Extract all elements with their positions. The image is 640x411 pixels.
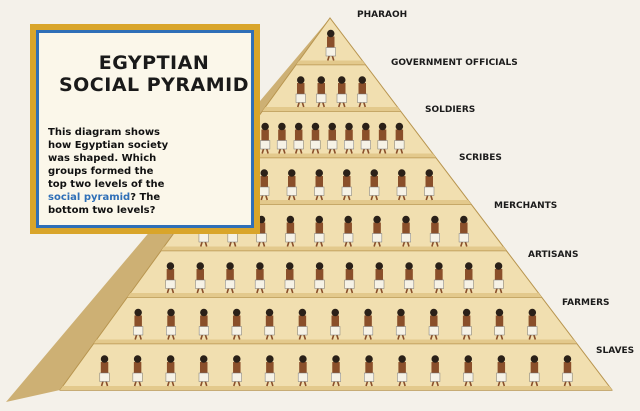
figure-scribes <box>259 169 270 201</box>
social-pyramid-link[interactable]: social pyramid <box>48 192 131 203</box>
figure-merchants <box>314 215 325 247</box>
figure-artisans <box>284 262 295 294</box>
figure-scribes <box>314 169 325 201</box>
figure-farmers <box>395 308 406 340</box>
figure-scribes <box>286 169 297 201</box>
figure-slaves <box>331 355 341 387</box>
figure-slaves <box>562 355 573 387</box>
tier-floor-artisans <box>127 293 542 297</box>
tier-floor-scribes <box>195 200 471 204</box>
figure-slaves <box>529 355 540 387</box>
figure-government-officials <box>336 76 347 108</box>
figure-farmers <box>198 308 209 340</box>
figure-government-officials <box>357 76 368 108</box>
figure-slaves <box>397 355 408 387</box>
tier-floor-soldiers <box>228 153 436 158</box>
label-slaves: SLAVES <box>596 346 635 356</box>
figure-soldiers <box>293 122 304 154</box>
figure-farmers <box>461 308 472 340</box>
figure-soldiers <box>310 122 321 154</box>
title-line-1: EGYPTIAN <box>98 52 210 74</box>
figure-slaves <box>198 355 209 387</box>
label-farmers: FARMERS <box>562 298 610 308</box>
figure-government-officials <box>316 76 327 108</box>
figure-pharaoh <box>325 29 336 61</box>
figure-farmers <box>297 308 308 340</box>
figure-soldiers <box>377 122 388 154</box>
figure-merchants <box>429 215 440 247</box>
figure-artisans <box>493 262 504 294</box>
figure-farmers <box>428 308 439 340</box>
infobox-question: This diagram shows how Egyptian society … <box>48 126 172 217</box>
question-text-1: This diagram shows how Egyptian society … <box>48 127 169 190</box>
figure-soldiers <box>276 122 287 154</box>
figure-farmers <box>363 308 374 340</box>
figure-merchants <box>458 215 469 247</box>
figure-artisans <box>344 262 355 294</box>
figure-slaves <box>99 355 110 387</box>
tier-floor-government-officials <box>262 107 401 111</box>
figure-merchants <box>285 215 296 247</box>
figure-merchants <box>372 215 383 247</box>
tier-floor-slaves <box>60 386 612 390</box>
infobox-title: EGYPTIAN SOCIAL PYRAMID <box>48 52 260 96</box>
figure-farmers <box>133 308 144 340</box>
figure-artisans <box>463 262 474 294</box>
figure-scribes <box>424 169 435 201</box>
figure-slaves <box>132 355 143 387</box>
figure-scribes <box>341 169 352 201</box>
tier-floor-pharaoh <box>296 60 366 65</box>
label-scribes: SCRIBES <box>459 153 502 163</box>
figure-artisans <box>165 262 176 294</box>
figure-merchants <box>343 215 354 247</box>
figure-slaves <box>364 355 375 387</box>
figure-soldiers <box>344 122 355 154</box>
figure-slaves <box>297 355 308 387</box>
tier-floor-farmers <box>93 339 577 344</box>
figure-artisans <box>254 262 265 294</box>
figure-merchants <box>401 215 411 247</box>
info-box: EGYPTIAN SOCIAL PYRAMID This diagram sho… <box>30 24 260 234</box>
figure-scribes <box>396 169 407 201</box>
figure-artisans <box>195 262 206 294</box>
figure-soldiers <box>394 122 405 154</box>
figure-farmers <box>166 308 177 340</box>
figure-artisans <box>433 262 444 294</box>
tier-floor-merchants <box>161 246 507 251</box>
figure-slaves <box>165 355 176 387</box>
figure-slaves <box>264 355 275 387</box>
figure-artisans <box>314 262 325 294</box>
figure-slaves <box>463 355 474 387</box>
label-government-officials: GOVERNMENT OFFICIALS <box>391 58 518 68</box>
label-pharaoh: PHARAOH <box>357 10 408 20</box>
figure-soldiers <box>360 122 371 154</box>
figure-slaves <box>496 355 507 387</box>
figure-farmers <box>494 308 505 340</box>
figure-soldiers <box>260 122 271 154</box>
title-line-2: SOCIAL PYRAMID <box>58 74 250 96</box>
figure-farmers <box>231 308 242 340</box>
figure-farmers <box>330 308 341 340</box>
figure-artisans <box>225 262 236 294</box>
figure-artisans <box>404 262 415 294</box>
figure-scribes <box>369 169 380 201</box>
figure-farmers <box>264 308 275 340</box>
label-soldiers: SOLDIERS <box>425 105 476 115</box>
figure-soldiers <box>327 122 338 154</box>
label-merchants: MERCHANTS <box>494 201 558 211</box>
figure-slaves <box>231 355 242 387</box>
question-text-2: ? The bottom two levels? <box>48 192 161 216</box>
figure-slaves <box>430 355 441 387</box>
label-artisans: ARTISANS <box>528 250 579 260</box>
figure-government-officials <box>295 76 306 108</box>
figure-artisans <box>374 262 385 294</box>
figure-farmers <box>527 308 538 340</box>
